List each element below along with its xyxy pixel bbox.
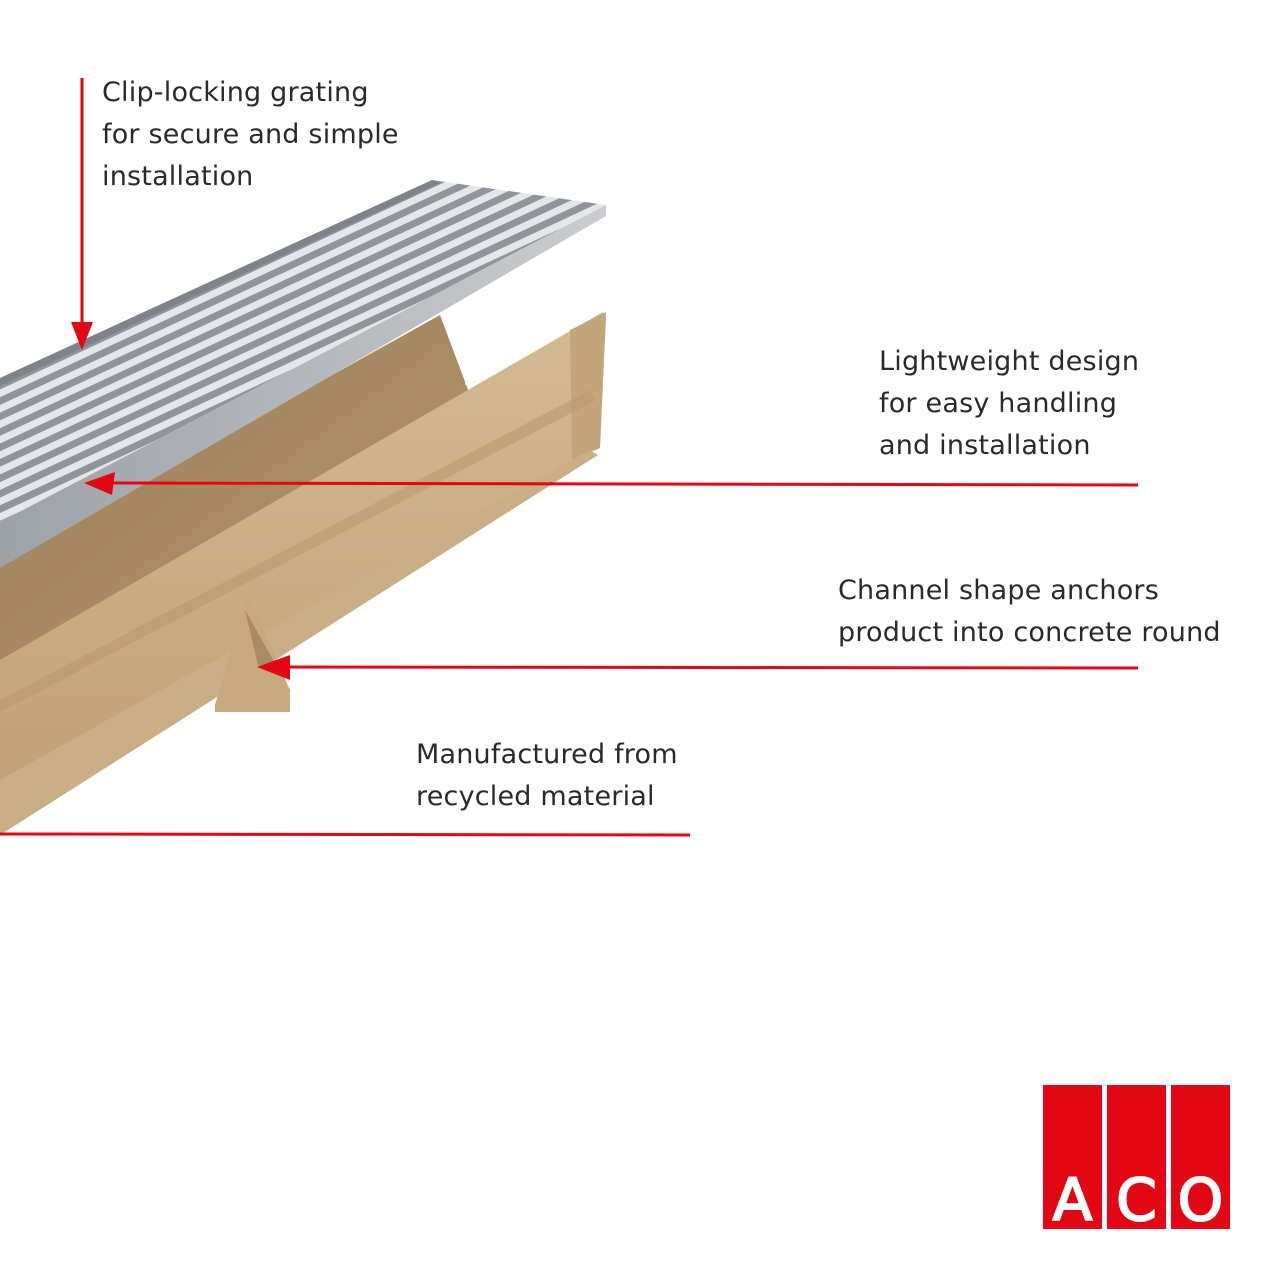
logo-bar: A (1043, 1085, 1102, 1234)
callout-line: installation (102, 161, 254, 192)
callout-arrows (0, 78, 1139, 837)
callout-channel-shape: Channel shape anchors product into concr… (838, 570, 1221, 654)
arrowhead-icon (71, 322, 93, 350)
logo-bar: C (1107, 1085, 1166, 1234)
callout-line: product into concrete round (838, 617, 1221, 648)
callout-line: Lightweight design (879, 346, 1140, 377)
callout-line: Manufactured from (416, 739, 678, 770)
aco-logo: A C O (1043, 1085, 1230, 1234)
logo-letter: C (1115, 1166, 1158, 1234)
callout-line: and installation (879, 430, 1091, 461)
logo-letter: A (1052, 1166, 1094, 1234)
steel-grating (0, 180, 606, 568)
callout-lightweight: Lightweight design for easy handling and… (879, 341, 1139, 467)
drainage-channel (0, 300, 606, 835)
callout-line: Clip-locking grating (102, 77, 369, 108)
callout-line: recycled material (416, 781, 655, 812)
logo-bar: O (1171, 1085, 1230, 1234)
arrow-line-lightweight (104, 481, 1139, 487)
callout-recycled: Manufactured from recycled material (416, 734, 678, 818)
callout-line: for easy handling (879, 388, 1118, 419)
arrow-line-anchors (279, 665, 1139, 670)
arrowhead-icon (84, 472, 115, 495)
callout-line: for secure and simple (102, 119, 399, 150)
arrowhead-icon (257, 655, 290, 680)
arrow-line-recycled (0, 832, 691, 837)
logo-letter: O (1177, 1166, 1225, 1234)
callout-clip-locking: Clip-locking grating for secure and simp… (102, 72, 399, 198)
callout-line: Channel shape anchors (838, 575, 1159, 606)
